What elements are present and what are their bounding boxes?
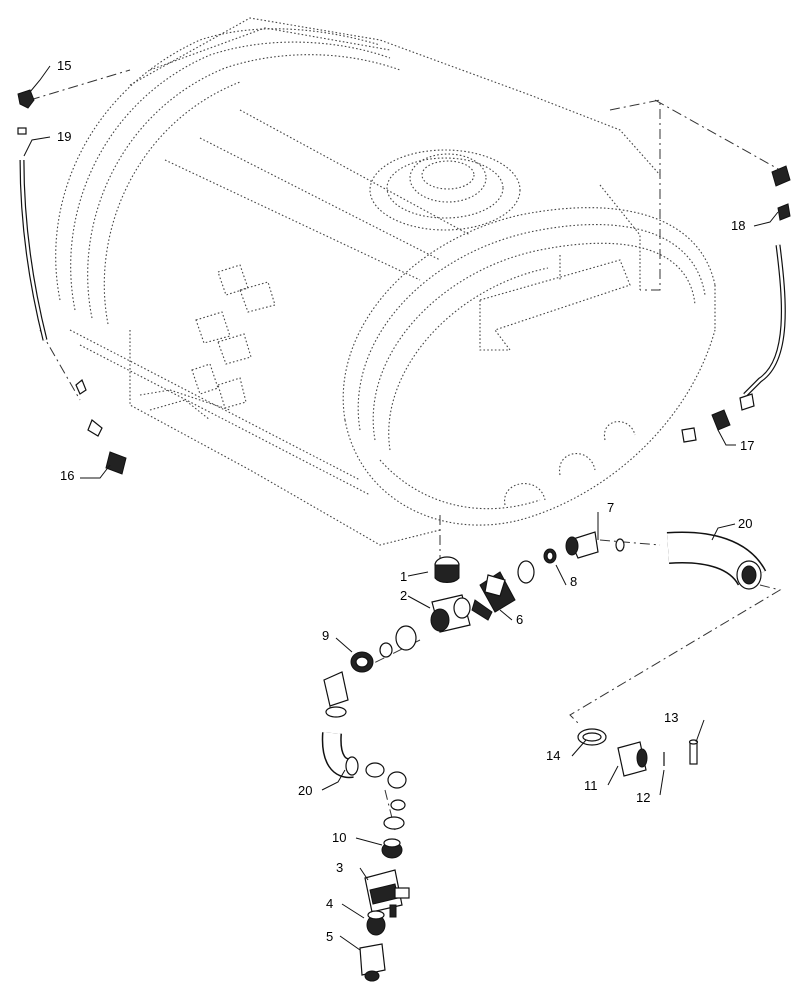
- fitting-17: [681, 393, 755, 443]
- pin-13: [688, 739, 699, 765]
- callout-3: 3: [336, 860, 343, 875]
- bushing-9: [350, 625, 417, 673]
- callout-4: 4: [326, 896, 333, 911]
- tank-body: [55, 17, 716, 546]
- hose-right: [743, 244, 786, 397]
- elbow-11: [617, 741, 648, 777]
- hose-20-left: [321, 732, 359, 779]
- adapter-10: [381, 838, 403, 859]
- callout-5: 5: [326, 929, 333, 944]
- callout-15: 15: [57, 58, 71, 73]
- callout-17: 17: [740, 438, 754, 453]
- cap-5: [359, 943, 386, 982]
- nut-pair-6: [517, 548, 557, 584]
- callout-20-right: 20: [738, 516, 752, 531]
- hose-19: [19, 159, 48, 341]
- callout-2: 2: [400, 588, 407, 603]
- fitting-16: [75, 379, 127, 475]
- callout-11: 11: [584, 778, 598, 793]
- clamp-14: [577, 728, 607, 746]
- callout-13: 13: [664, 710, 678, 725]
- tee-2: [430, 594, 471, 633]
- coupler-upper: [323, 671, 349, 718]
- clamp-parts: [365, 762, 407, 830]
- callout-1: 1: [400, 569, 407, 584]
- hose-20-right: [666, 531, 767, 590]
- leader-lines: [23, 65, 779, 951]
- valve-6: [471, 571, 516, 621]
- callout-6: 6: [516, 612, 523, 627]
- fitting-18: [771, 165, 791, 221]
- callout-14: 14: [546, 748, 560, 763]
- callout-7: 7: [607, 500, 614, 515]
- valve-3: [364, 869, 410, 918]
- callout-19: 19: [57, 129, 71, 144]
- fitting-15: [17, 89, 35, 135]
- adapter-4: [366, 910, 386, 936]
- callout-8: 8: [570, 574, 577, 589]
- callout-16: 16: [60, 468, 74, 483]
- callout-10: 10: [332, 830, 346, 845]
- fitting-1: [434, 556, 460, 583]
- callout-12: 12: [636, 790, 650, 805]
- elbow-7: [565, 531, 625, 559]
- callout-9: 9: [322, 628, 329, 643]
- callout-18: 18: [731, 218, 745, 233]
- callout-labels: 1 2 3 4 5 6 7 8 9 10 11 12 13 14 15 16 1…: [57, 58, 754, 944]
- callout-20-left: 20: [298, 783, 312, 798]
